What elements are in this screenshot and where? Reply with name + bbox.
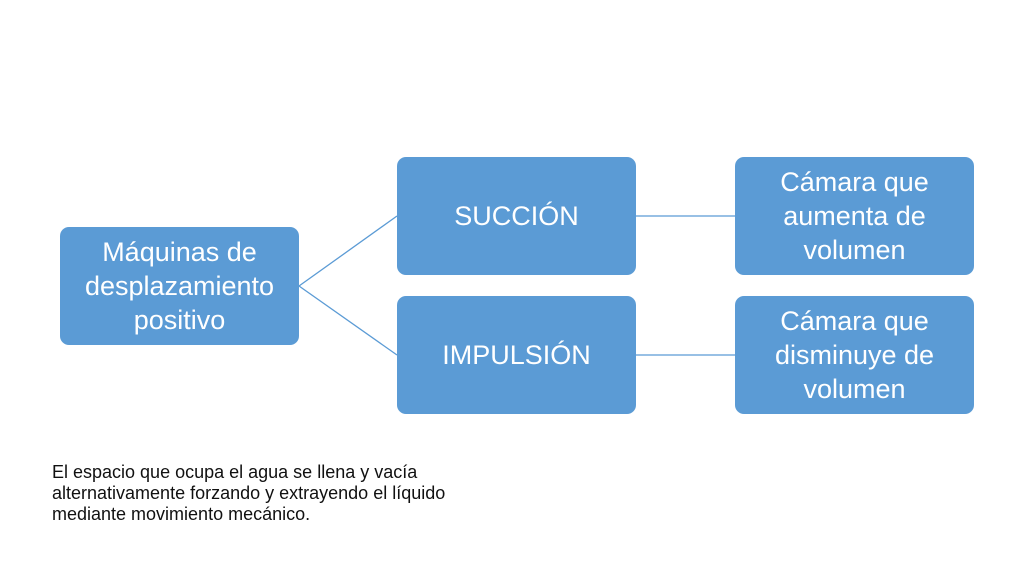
node-succion: SUCCIÓN <box>397 157 636 275</box>
node-camara-aumenta-volumen: Cámara que aumenta de volumen <box>735 157 974 275</box>
connector-root-to-impulsion <box>298 285 398 356</box>
caption-text: El espacio que ocupa el agua se llena y … <box>52 462 572 525</box>
node-impulsion-label: IMPULSIÓN <box>442 340 591 370</box>
node-succion-label: SUCCIÓN <box>454 201 579 231</box>
caption-line: El espacio que ocupa el agua se llena y … <box>52 462 418 482</box>
node-disminuye-label: Cámara que disminuye de volumen <box>774 306 935 404</box>
node-maquinas-desplazamiento-positivo: Máquinas de desplazamiento positivo <box>60 227 299 345</box>
caption-line: alternativamente forzando y extrayendo e… <box>52 483 446 503</box>
caption-line: mediante movimiento mecánico. <box>52 504 311 524</box>
node-impulsion: IMPULSIÓN <box>397 296 636 414</box>
node-camara-disminuye-volumen: Cámara que disminuye de volumen <box>735 296 974 414</box>
connector-root-to-succion <box>298 215 398 287</box>
node-root-label: Máquinas de desplazamiento positivo <box>84 237 275 335</box>
node-aumenta-label: Cámara que aumenta de volumen <box>780 167 929 265</box>
